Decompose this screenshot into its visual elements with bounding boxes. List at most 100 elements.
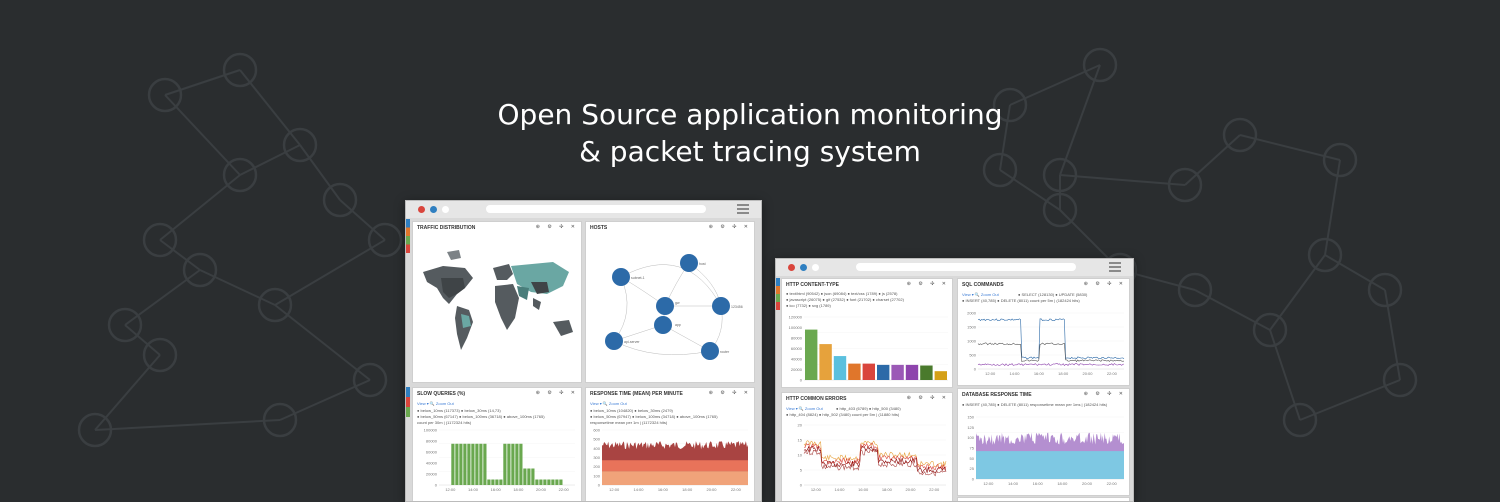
x-tick-label: 18:00 (682, 487, 693, 492)
http-common-errors-panel: HTTP COMMON ERRORS ⊕ ⚙ ✣ ✕ View ▾ 🔍 Zoom… (781, 392, 953, 501)
area-series (602, 471, 748, 485)
panel-title: SQL COMMANDS (962, 282, 1004, 288)
x-tick-label: 20:00 (1082, 481, 1093, 486)
panel-title: HTTP CONTENT-TYPE (786, 282, 839, 288)
slow-queries-panel: SLOW QUERIES (%) ⊕ ⚙ ✣ ✕ View ▾ 🔍 Zoom O… (412, 387, 582, 501)
y-tick-label: 40000 (426, 461, 438, 466)
panel-tools-icons[interactable]: ⊕ ⚙ ✣ ✕ (906, 395, 949, 401)
panel-tools-icons[interactable]: ⊕ ⚙ ✣ ✕ (906, 281, 949, 287)
x-tick-label: 18:00 (1058, 371, 1069, 376)
x-tick-label: 12:00 (445, 487, 456, 492)
network-node (257, 287, 293, 323)
bar (551, 479, 555, 485)
y-tick-label: 150 (967, 415, 974, 420)
zoom-toolbar[interactable]: View ▾ 🔍 Zoom Out (417, 401, 454, 406)
network-node (1367, 272, 1403, 308)
bar (543, 479, 547, 485)
panel-tools-icons[interactable]: ⊕ ⚙ ✣ ✕ (1083, 391, 1126, 397)
world-map (423, 250, 573, 350)
x-tick-label: 16:00 (1033, 481, 1044, 486)
panel-tools-icons[interactable]: ⊕ ⚙ ✣ ✕ (708, 390, 751, 396)
next-panel-edge (957, 497, 1130, 501)
address-bar[interactable] (486, 205, 706, 213)
zoom-toolbar[interactable]: View ▾ 🔍 Zoom Out (590, 401, 627, 406)
legend-line: ● INSERT (40,785) ● DELETE (8011) respon… (962, 402, 1108, 407)
panel-tools-icons[interactable]: ⊕ ⚙ ✣ ✕ (1083, 281, 1126, 287)
network-edge (1194, 289, 1271, 331)
bar (819, 344, 832, 380)
network-edge (1299, 379, 1401, 421)
hero-heading: Open Source application monitoring & pac… (0, 96, 1500, 170)
bar (515, 443, 519, 485)
x-tick-label: 14:00 (1009, 371, 1020, 376)
bar (559, 479, 563, 485)
hamburger-menu-icon[interactable] (737, 204, 749, 214)
bar (475, 443, 479, 485)
legend-line: ● http_404 (8824) ● http_502 (3480) coun… (786, 412, 900, 417)
bar (507, 443, 511, 485)
panel-tools-icons[interactable]: ⊕ ⚙ ✣ ✕ (535, 224, 578, 230)
y-tick-label: 100000 (424, 428, 438, 433)
hamburger-menu-icon[interactable] (1109, 262, 1121, 272)
host-node (656, 297, 674, 315)
y-tick-label: 0 (435, 483, 438, 488)
line-series (977, 342, 1125, 363)
minimize-dot-icon[interactable] (800, 264, 807, 271)
panel-title: SLOW QUERIES (%) (417, 391, 466, 397)
x-tick-label: 12:00 (985, 371, 996, 376)
network-edge (124, 269, 201, 326)
bar (511, 443, 515, 485)
maximize-dot-icon[interactable] (442, 206, 449, 213)
network-node (1322, 142, 1358, 178)
network-edge (199, 269, 276, 306)
sql-commands-panel: SQL COMMANDS ⊕ ⚙ ✣ ✕ View ▾ 🔍 Zoom Out ●… (957, 278, 1130, 386)
zoom-toolbar[interactable]: View ▾ 🔍 Zoom Out (962, 292, 999, 297)
network-edge (94, 419, 281, 431)
y-tick-label: 0 (800, 378, 803, 383)
network-node (1222, 117, 1258, 153)
y-tick-label: 80000 (426, 439, 438, 444)
zoom-toolbar[interactable]: View ▾ 🔍 Zoom Out (786, 406, 823, 411)
y-tick-label: 1500 (967, 325, 977, 330)
legend-line: ● SELECT (128130) ● UPDATE (5830) (1018, 292, 1088, 297)
minimize-dot-icon[interactable] (430, 206, 437, 213)
bar (535, 479, 539, 485)
legend-line: ● ico (7732) ● svg (1789) (786, 303, 831, 308)
bar (503, 443, 507, 485)
x-tick-label: 14:00 (633, 487, 644, 492)
bar (539, 479, 543, 485)
bar (547, 479, 551, 485)
host-label: app (675, 323, 681, 327)
x-tick-label: 18:00 (882, 487, 893, 492)
hosts-panel: HOSTS ⊕ ⚙ ✣ ✕ subnet-1 host 12345 (585, 221, 755, 383)
network-node (1042, 192, 1078, 228)
host-label: host (699, 262, 706, 266)
maximize-dot-icon[interactable] (812, 264, 819, 271)
bar (499, 479, 503, 485)
panel-title: RESPONSE TIME (MEAN) PER MINUTE (590, 391, 683, 397)
network-edge (1184, 134, 1241, 186)
count-caption: count per 30m | (1172324 hits) (417, 420, 472, 425)
host-node (701, 342, 719, 360)
panel-tools-icons[interactable]: ⊕ ⚙ ✣ ✕ (708, 224, 751, 230)
close-dot-icon[interactable] (418, 206, 425, 213)
y-tick-label: 100 (967, 435, 974, 440)
area-series (976, 451, 1124, 479)
x-tick-label: 18:00 (1057, 481, 1068, 486)
x-tick-label: 12:00 (811, 487, 822, 492)
address-bar[interactable] (856, 263, 1076, 271)
window-titlebar (776, 259, 1133, 276)
network-edge (164, 69, 241, 96)
area-series (602, 460, 748, 472)
network-edge (274, 239, 386, 306)
panel-title: HOSTS (590, 225, 608, 231)
panel-tools-icons[interactable]: ⊕ ⚙ ✣ ✕ (535, 390, 578, 396)
close-dot-icon[interactable] (788, 264, 795, 271)
y-tick-label: 100000 (789, 325, 803, 330)
hero-line-2: & packet tracing system (579, 135, 921, 168)
y-tick-label: 0 (598, 483, 601, 488)
y-tick-label: 0 (800, 483, 803, 488)
network-node (1167, 167, 1203, 203)
bar (555, 479, 559, 485)
